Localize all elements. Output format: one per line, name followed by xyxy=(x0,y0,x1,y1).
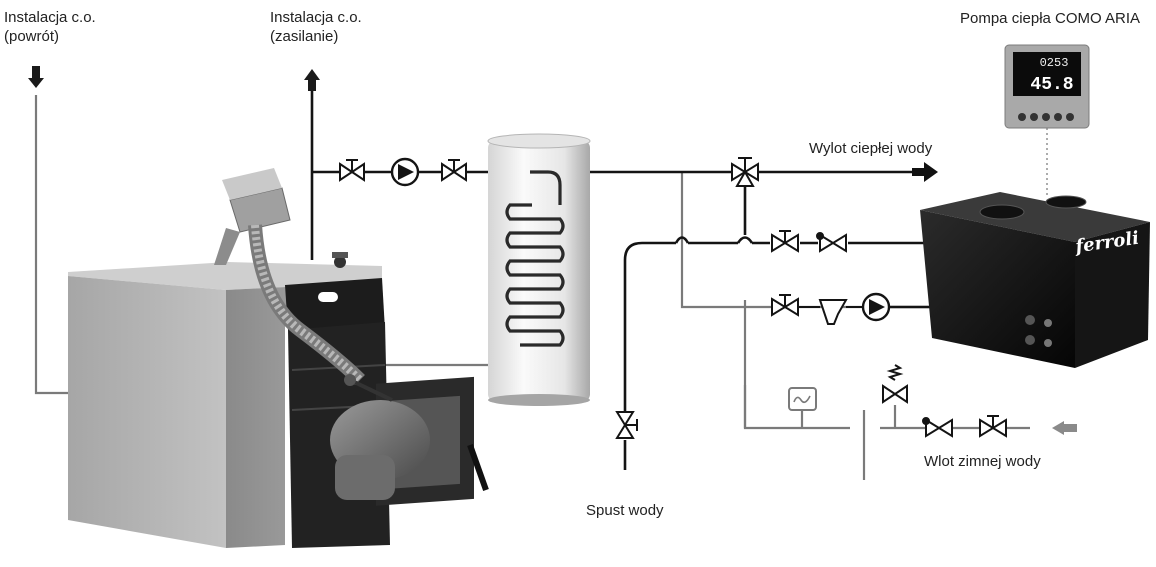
controller-button-2[interactable] xyxy=(1030,113,1038,121)
supply-line-label-line1: Instalacja c.o. xyxy=(270,9,362,26)
hot-water-out-arrow-icon xyxy=(912,162,938,182)
cold-water-in-arrow-icon xyxy=(1052,421,1077,435)
hp-return-valve xyxy=(771,294,799,317)
heat-pump-unit xyxy=(920,192,1150,368)
supply-line-label-line2: (zasilanie) xyxy=(270,28,339,45)
strainer-filter xyxy=(798,299,862,325)
controller-screen: 0253 45.8 xyxy=(1013,52,1081,96)
supply-valve-2 xyxy=(441,159,467,182)
return-line-label-line1: Instalacja c.o. xyxy=(4,9,96,26)
cold-water-inlet-label: Wlot zimnej wody xyxy=(924,453,1041,470)
hp-supply-pipe-a xyxy=(623,241,676,412)
return-line-label-line2: (powrót) xyxy=(4,28,60,45)
controller-button-5[interactable] xyxy=(1066,113,1074,121)
pellet-burner xyxy=(330,374,430,500)
heat-pump-title: Pompa ciepła COMO ARIA xyxy=(960,10,1141,27)
return-down-arrow-icon xyxy=(28,66,44,88)
return-pipe xyxy=(34,95,76,395)
controller-button-3[interactable] xyxy=(1042,113,1050,121)
hp-supply-valve xyxy=(771,230,799,253)
cold-inlet-valve-2 xyxy=(979,415,1007,438)
hot-water-tank xyxy=(487,133,591,406)
hp-return-pump xyxy=(861,292,891,322)
controller-buttons xyxy=(1018,113,1074,121)
display-top-value: 0253 xyxy=(1040,56,1069,70)
expansion-vessel xyxy=(788,387,817,411)
display-main-value: 45.8 xyxy=(1030,75,1073,95)
hp-supply-valve-2 xyxy=(816,232,847,253)
boiler-logo-badge xyxy=(318,292,338,302)
water-drain-label: Spust wody xyxy=(586,502,664,519)
supply-up-arrow-icon xyxy=(304,69,320,91)
hot-water-outlet-label: Wylot ciepłej wody xyxy=(809,140,933,157)
heat-pump-controller: 0253 45.8 xyxy=(1004,44,1090,129)
controller-button-1[interactable] xyxy=(1018,113,1026,121)
safety-relief-valve xyxy=(882,364,908,404)
pellet-feeder xyxy=(214,168,365,385)
controller-button-4[interactable] xyxy=(1054,113,1062,121)
cold-inlet-valve-1 xyxy=(922,417,953,438)
three-way-valve xyxy=(731,157,759,187)
drain-valve xyxy=(615,411,638,439)
hp-supply-pipe-hop xyxy=(674,236,690,244)
supply-valve-1 xyxy=(339,159,365,182)
supply-pump xyxy=(390,157,420,187)
heating-coil xyxy=(505,203,565,347)
hp-supply-pipe-hop2 xyxy=(736,236,754,244)
